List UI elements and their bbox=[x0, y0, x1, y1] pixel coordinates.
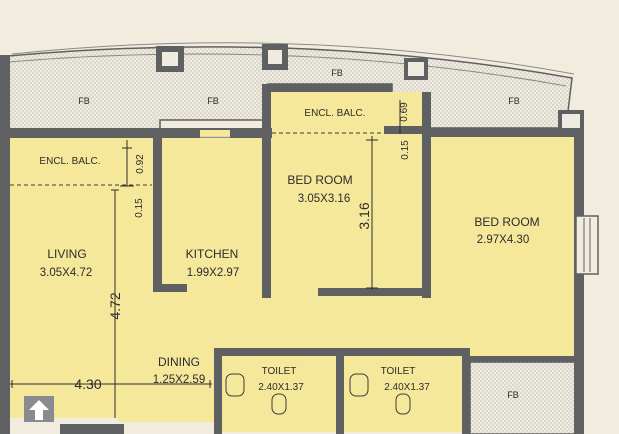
toilet-2-dim: 2.40X1.37 bbox=[384, 382, 430, 393]
dim-069: 0.69 bbox=[399, 102, 410, 122]
dim-092: 0.92 bbox=[135, 154, 146, 174]
dimension-lines bbox=[10, 100, 401, 418]
dim-430: 4.30 bbox=[74, 376, 101, 392]
bedroom-1-label: BED ROOM bbox=[287, 173, 352, 187]
fb-label-4: FB bbox=[508, 96, 520, 106]
bedroom-1-dim: 3.05X3.16 bbox=[298, 193, 350, 205]
dining-dim: 1.25X2.59 bbox=[153, 374, 205, 386]
kitchen-label: KITCHEN bbox=[186, 247, 239, 261]
bedroom-2-dim: 2.97X4.30 bbox=[477, 234, 529, 246]
toilet-fixtures bbox=[225, 373, 411, 415]
fb-label-2: FB bbox=[207, 96, 219, 106]
toilet-1-label: TOILET bbox=[262, 366, 297, 377]
dim-015-top: 0.15 bbox=[400, 140, 411, 160]
flower-bed-bottom bbox=[469, 361, 583, 434]
kitchen-opening bbox=[200, 130, 230, 137]
living-dim: 3.05X4.72 bbox=[40, 267, 92, 279]
toilet-2-label: TOILET bbox=[381, 366, 416, 377]
toilet-1-dim: 2.40X1.37 bbox=[258, 382, 304, 393]
encl-balc-left-label: ENCL. BALC. bbox=[39, 156, 100, 167]
dim-472: 4.72 bbox=[107, 292, 123, 319]
fb-label-5: FB bbox=[507, 390, 519, 400]
right-window bbox=[575, 215, 599, 275]
fb-label-1: FB bbox=[78, 96, 90, 106]
encl-balc-top-label: ENCL. BALC. bbox=[304, 108, 365, 119]
living-label: LIVING bbox=[47, 247, 86, 261]
room-fills bbox=[8, 92, 578, 432]
bedroom-2-label: BED ROOM bbox=[474, 215, 539, 229]
fb-label-3: FB bbox=[331, 68, 343, 78]
kitchen-dim: 1.99X2.97 bbox=[187, 267, 239, 279]
dim-015-left: 0.15 bbox=[134, 198, 145, 218]
dining-label: DINING bbox=[158, 355, 200, 369]
pillar-cores bbox=[162, 50, 580, 128]
dim-316: 3.16 bbox=[356, 202, 372, 229]
up-arrow-icon bbox=[24, 396, 54, 422]
